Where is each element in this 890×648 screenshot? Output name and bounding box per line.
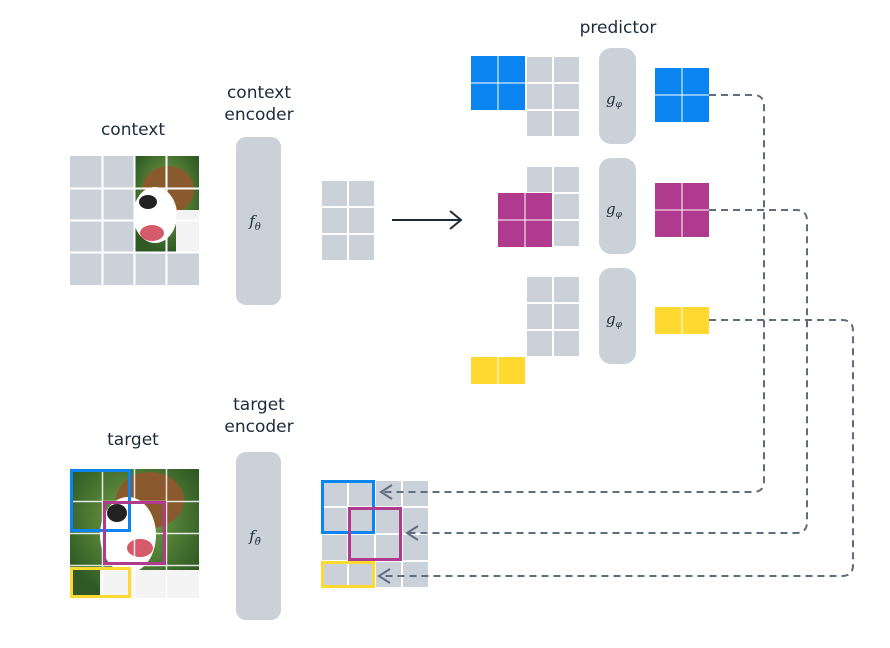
connector-blue <box>380 94 765 493</box>
target-label: target <box>107 430 159 450</box>
context-encoder-symbol: fθ <box>248 212 261 233</box>
predicted-embedding-blue <box>655 68 709 122</box>
predictor-symbol-2: gφ <box>606 200 623 220</box>
connector-magenta <box>406 209 808 534</box>
target-block-magenta <box>103 501 166 565</box>
target-encoder-block <box>236 452 281 620</box>
arrowhead-blue-icon <box>379 484 393 500</box>
predictor-block-3 <box>599 268 636 364</box>
target-encoder-label-line2: encoder <box>224 417 293 437</box>
target-image <box>70 469 199 598</box>
context-encoder-label-line2: encoder <box>224 105 293 125</box>
target-embedding-yellow <box>321 561 375 588</box>
predictor-label: predictor <box>580 18 657 38</box>
predicted-embedding-yellow <box>655 307 709 334</box>
target-embedding-magenta <box>348 507 402 561</box>
predictor-input-yellow <box>471 275 581 384</box>
context-embedding <box>320 179 376 262</box>
predictor-input-magenta <box>498 165 581 248</box>
predictor-input-blue <box>471 55 581 138</box>
context-image <box>70 156 199 285</box>
arrow-right-icon <box>392 210 463 230</box>
context-encoder-block <box>236 137 281 305</box>
target-embedding-grid <box>320 479 430 589</box>
predictor-symbol-1: gφ <box>606 90 623 110</box>
target-encoder-label-line1: target <box>233 395 285 415</box>
arrowhead-yellow-icon <box>377 568 391 584</box>
predicted-embedding-magenta <box>655 183 709 237</box>
predictor-block-1 <box>599 48 636 144</box>
context-label: context <box>101 120 165 140</box>
target-block-blue <box>70 469 131 532</box>
arrowhead-magenta-icon <box>405 525 419 541</box>
target-block-yellow <box>70 567 131 598</box>
target-encoder-symbol: fθ̄ <box>248 527 261 548</box>
predictor-block-2 <box>599 158 636 254</box>
context-encoder-label-line1: context <box>227 83 291 103</box>
connector-yellow <box>378 319 854 577</box>
predictor-symbol-3: gφ <box>606 310 623 330</box>
